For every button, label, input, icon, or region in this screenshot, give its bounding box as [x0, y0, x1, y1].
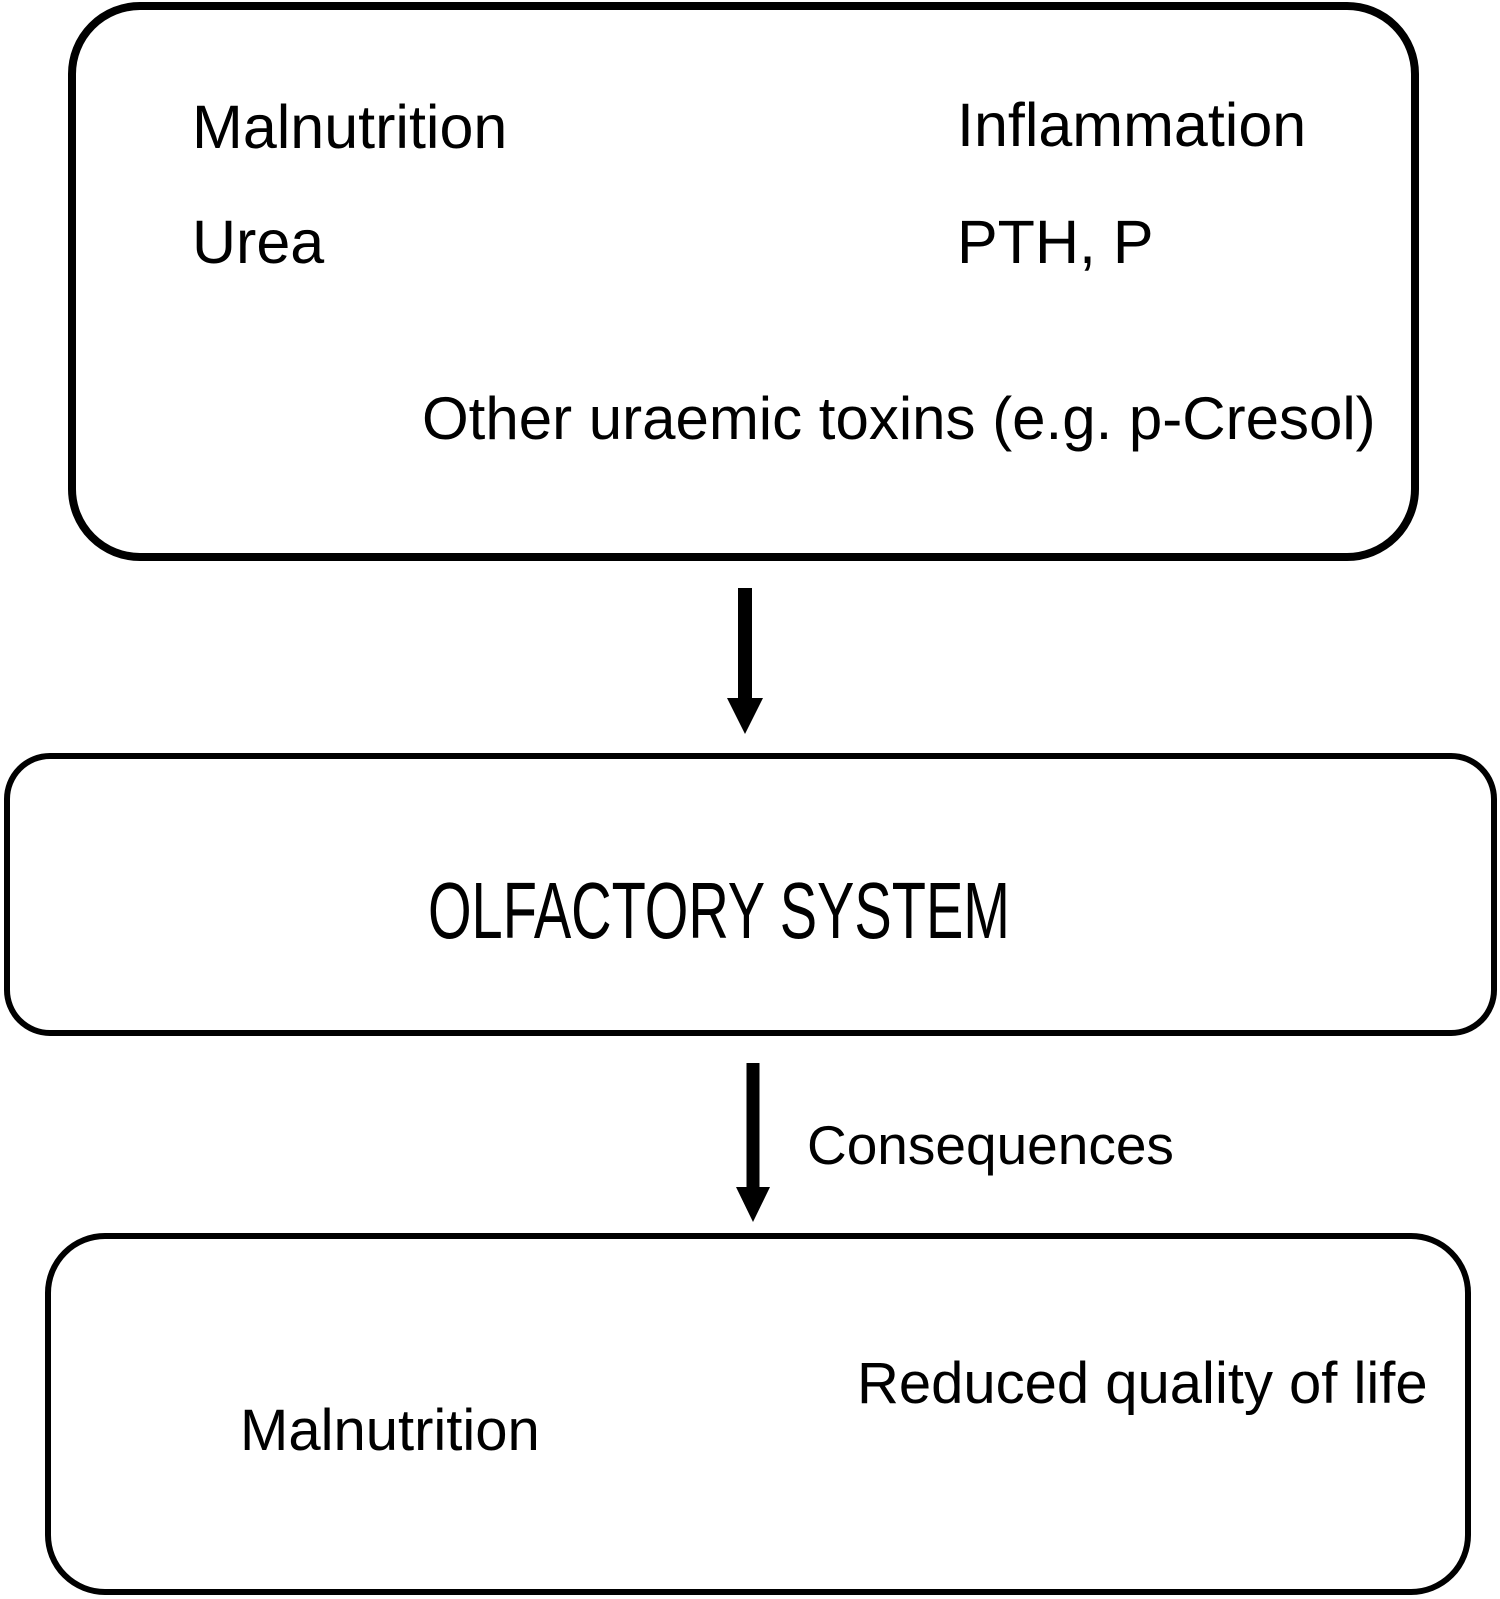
- outcome-malnutrition-label: Malnutrition: [240, 1398, 540, 1463]
- causes-other-toxins-label: Other uraemic toxins (e.g. p-Cresol): [422, 385, 1376, 452]
- outcomes-box: Reduced quality of life Malnutrition: [45, 1233, 1471, 1595]
- causes-malnutrition-label: Malnutrition: [192, 93, 508, 161]
- causes-urea-label: Urea: [192, 208, 325, 276]
- causes-box: Malnutrition Inflammation Urea PTH, P Ot…: [68, 2, 1419, 561]
- down-arrow-icon: [727, 588, 763, 734]
- down-arrow-icon: [736, 1063, 770, 1222]
- consequences-label: Consequences: [807, 1114, 1174, 1176]
- causes-inflammation-label: Inflammation: [957, 91, 1307, 159]
- olfactory-system-label: OLFACTORY SYSTEM: [428, 866, 1010, 955]
- olfactory-system-box: OLFACTORY SYSTEM: [4, 753, 1497, 1036]
- outcome-quality-of-life-label: Reduced quality of life: [857, 1351, 1428, 1416]
- causes-pth-p-label: PTH, P: [957, 208, 1154, 276]
